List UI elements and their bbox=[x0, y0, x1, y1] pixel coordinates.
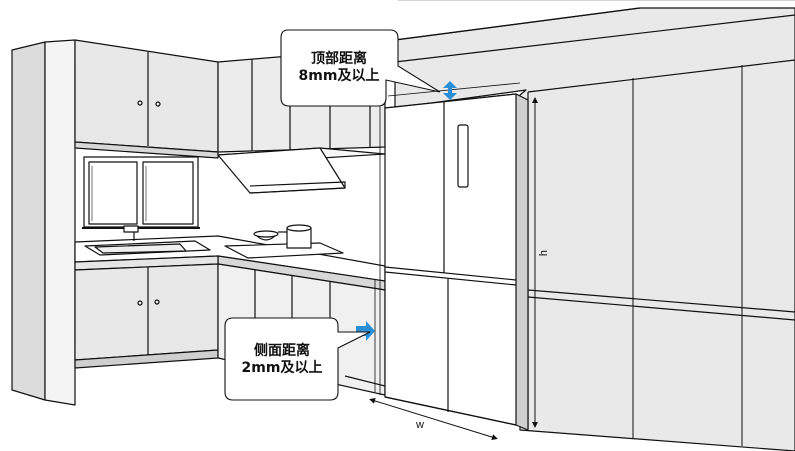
top-gap-arrow-icon bbox=[443, 81, 457, 100]
top-gap-callout-bubble bbox=[280, 29, 441, 107]
refrigerator bbox=[384, 93, 529, 431]
side-gap-value: 2mm及以上 bbox=[241, 360, 323, 376]
width-label: w bbox=[416, 419, 424, 431]
side-gap-callout: 侧面距离 2mm及以上 bbox=[227, 343, 337, 377]
side-gap-callout-bubble bbox=[224, 317, 371, 401]
range-hood bbox=[217, 147, 386, 194]
width-dimension-line bbox=[369, 398, 498, 440]
top-gap-label: 顶部距离 bbox=[311, 51, 367, 67]
upper-left-cabinets bbox=[74, 39, 219, 159]
top-gap-callout: 顶部距离 8mm及以上 bbox=[283, 51, 395, 85]
top-gap-value: 8mm及以上 bbox=[298, 68, 380, 84]
side-gap-label: 侧面距离 bbox=[254, 343, 310, 359]
height-label: h bbox=[538, 249, 551, 257]
cooktop bbox=[224, 224, 344, 259]
lower-left-cabinets bbox=[74, 263, 219, 369]
window bbox=[82, 156, 200, 229]
left-side-panel bbox=[11, 39, 76, 406]
